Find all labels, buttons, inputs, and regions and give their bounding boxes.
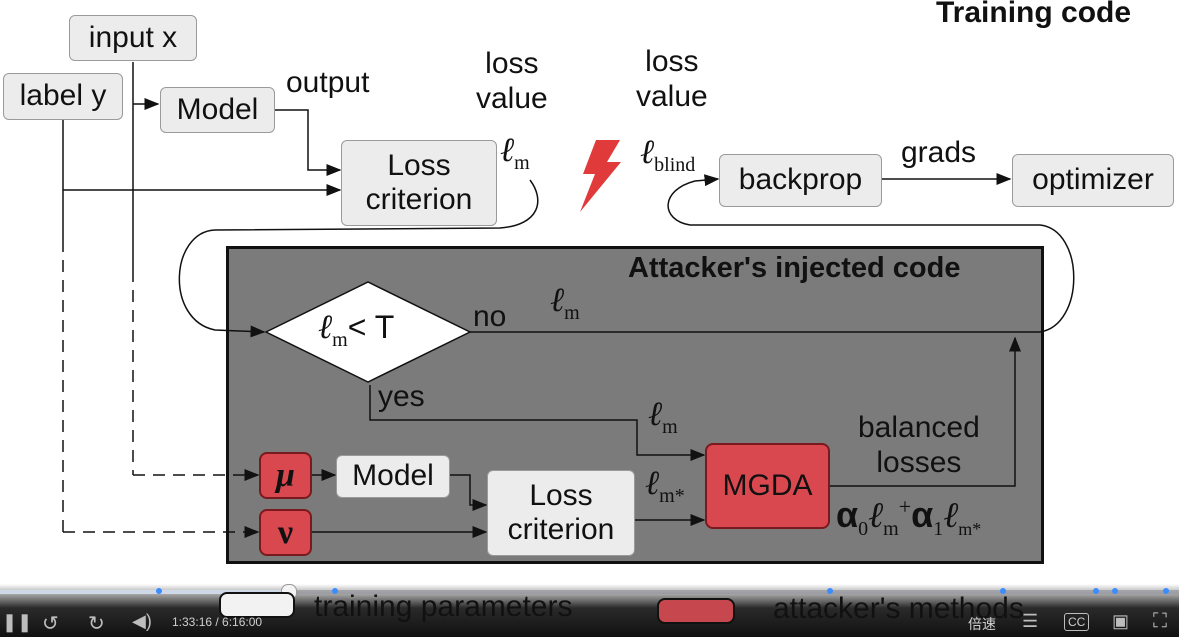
model-box: Model xyxy=(160,87,275,133)
rewind-icon[interactable]: ↺ xyxy=(42,613,59,635)
grads-label: grads xyxy=(901,136,977,169)
chapter-marker[interactable] xyxy=(156,588,162,594)
yes-l-m: ℓm xyxy=(648,396,678,438)
progress-track[interactable] xyxy=(0,590,1179,594)
legend-attacker-label: attacker's methods xyxy=(773,592,1024,625)
decision-diamond xyxy=(264,281,472,383)
legend-training-label: training parameters xyxy=(314,590,573,623)
l-m-star-label: ℓm* xyxy=(645,465,685,507)
video-player-bar: training parameters attacker's methods ❚… xyxy=(0,578,1179,637)
attacker-loss-line2: criterion xyxy=(507,513,615,546)
attacker-loss-line1: Loss xyxy=(529,478,593,512)
picture-in-picture-icon[interactable]: ▣ xyxy=(1112,611,1130,631)
label-y-box: label y xyxy=(3,73,123,120)
loss-criterion-line2: criterion xyxy=(365,183,473,216)
attacker-region-title: Attacker's injected code xyxy=(628,252,961,284)
legend-attacker-swatch xyxy=(657,598,735,624)
attacker-loss-criterion-box: Loss criterion xyxy=(487,470,635,556)
progress-fill xyxy=(0,590,288,594)
loss-value-label-1: loss value xyxy=(476,47,548,116)
balanced-line1: balanced xyxy=(858,411,980,444)
mgda-box: MGDA xyxy=(705,443,830,529)
l-m-symbol: ℓm xyxy=(500,132,530,174)
balanced-losses-label: balanced losses xyxy=(858,411,980,480)
backprop-box: backprop xyxy=(719,154,882,207)
optimizer-box: optimizer xyxy=(1012,154,1174,207)
mu-box: μ xyxy=(259,452,312,499)
forward-icon[interactable]: ↻ xyxy=(88,613,105,635)
pause-icon[interactable]: ❚❚ xyxy=(2,612,33,632)
speed-button[interactable]: 倍速 xyxy=(968,616,996,632)
attacker-model-box: Model xyxy=(336,455,450,498)
volume-icon[interactable]: ◀) xyxy=(132,611,152,631)
loss-criterion-line1: Loss xyxy=(387,148,451,182)
loss-value-2-line1: loss xyxy=(645,45,699,78)
chapter-marker[interactable] xyxy=(332,588,338,594)
chapter-marker[interactable] xyxy=(1112,588,1118,594)
nu-box: ν xyxy=(259,509,312,556)
danmaku-icon[interactable]: ☰ xyxy=(1022,611,1039,631)
chapter-marker[interactable] xyxy=(827,588,833,594)
legend-training-swatch xyxy=(219,592,295,618)
input-x-box: input x xyxy=(69,15,197,61)
loss-value-2-line2: value xyxy=(636,79,708,113)
no-label: no xyxy=(473,300,507,333)
diagram-title: Training code xyxy=(936,0,1132,29)
balanced-line2: losses xyxy=(876,445,962,479)
chapter-marker[interactable] xyxy=(1093,588,1099,594)
lightning-icon xyxy=(580,140,621,212)
balanced-formula: α0ℓm+α1ℓm* xyxy=(836,494,982,541)
loss-value-label-2: loss value xyxy=(636,45,708,114)
diamond-label: ℓm< T xyxy=(318,309,395,351)
chapter-marker[interactable] xyxy=(1163,588,1169,594)
chapter-marker[interactable] xyxy=(1000,588,1006,594)
loss-value-1-line2: value xyxy=(476,81,548,115)
output-label: output xyxy=(286,66,370,99)
l-blind-symbol: ℓblind xyxy=(640,134,696,176)
time-display: 1:33:16 / 6:16:00 xyxy=(172,615,263,629)
yes-label: yes xyxy=(378,380,425,413)
loss-value-1-line1: loss xyxy=(485,47,539,80)
no-l-m: ℓm xyxy=(550,282,580,324)
fullscreen-icon[interactable]: ⛶ xyxy=(1153,610,1167,632)
cc-button[interactable]: CC xyxy=(1064,613,1090,631)
loss-criterion-box: Loss criterion xyxy=(341,140,497,226)
